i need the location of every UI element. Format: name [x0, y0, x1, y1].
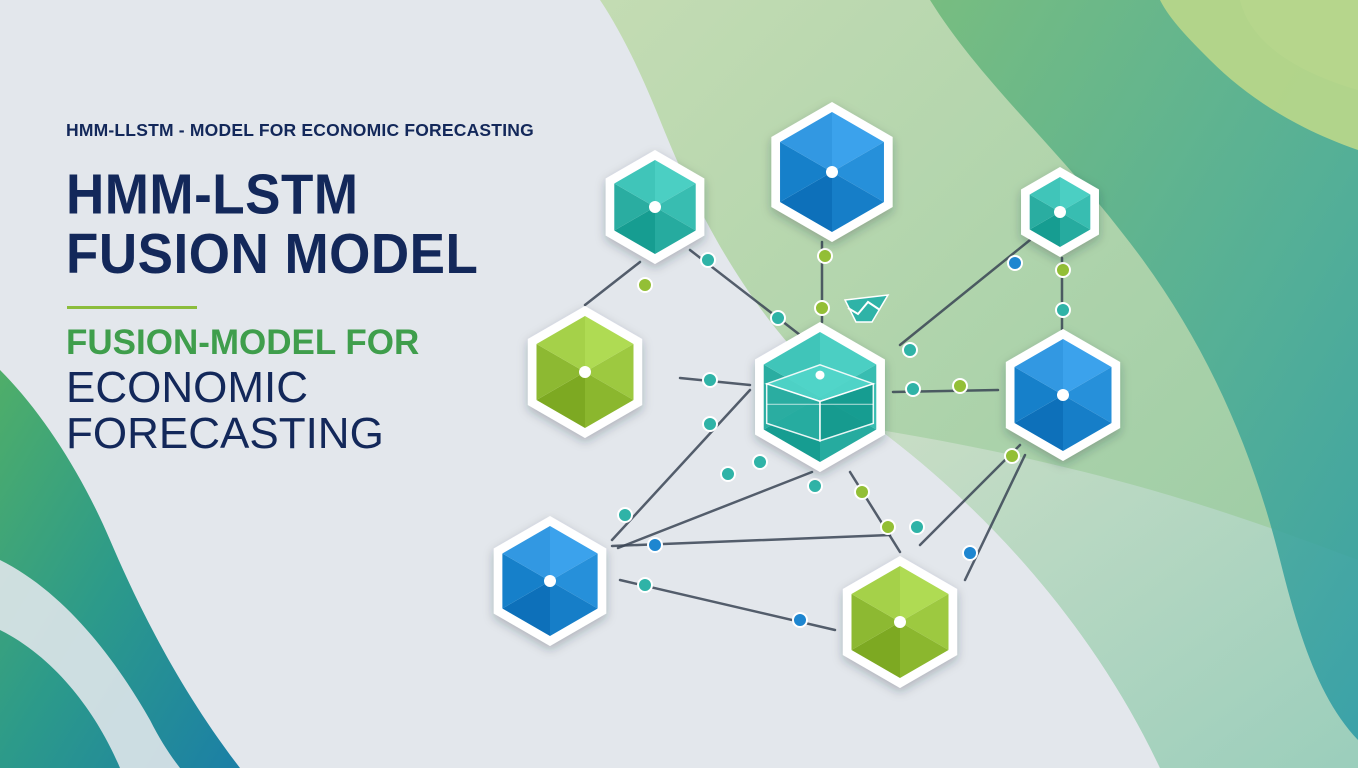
connector-dot-23 [637, 577, 653, 593]
connector-dot-1 [700, 252, 716, 268]
title-line-2: FUSION MODEL [66, 223, 479, 286]
edge-0 [583, 260, 642, 307]
edge-13 [848, 470, 902, 554]
edge-11 [963, 453, 1027, 582]
hexagon-node-mr [1005, 329, 1121, 461]
subtitle-line-3: FORECASTING [66, 409, 384, 458]
node-center-dot [826, 166, 838, 178]
connector-dot-6 [1055, 262, 1071, 278]
edge-8 [616, 470, 814, 550]
hexagon-node-cen [755, 322, 885, 472]
connector-dot-7 [1055, 302, 1071, 318]
connector-dot-3 [817, 248, 833, 264]
hexagon-node-br [842, 556, 958, 688]
connector-dot-8 [902, 342, 918, 358]
connector-dot-9 [702, 372, 718, 388]
title-line-1: HMM-LSTM [66, 163, 359, 227]
hexagon-node-tc [771, 102, 893, 242]
connector-dot-11 [952, 378, 968, 394]
connector-dot-12 [702, 416, 718, 432]
connector-dot-19 [880, 519, 896, 535]
cube-icon [764, 364, 876, 442]
wave-green-right [930, 0, 1358, 740]
hexagon-node-tl [605, 150, 705, 264]
connector-dot-24 [792, 612, 808, 628]
node-center-dot [1054, 206, 1066, 218]
hexagon-node-tr [1021, 167, 1099, 257]
subtitle-line-2: ECONOMIC [66, 363, 308, 412]
connector-dot-17 [617, 507, 633, 523]
divider [67, 306, 197, 309]
connector-dot-0 [637, 277, 653, 293]
wave-corner-lime [1160, 0, 1358, 150]
connector-dot-10 [905, 381, 921, 397]
node-center-dot [579, 366, 591, 378]
wave-left-highlight [0, 560, 180, 768]
connector-dot-18 [647, 537, 663, 553]
node-center-dot [1057, 389, 1069, 401]
connector-dot-14 [752, 454, 768, 470]
node-center-dot [544, 575, 556, 587]
subtitle-lines: ECONOMIC FORECASTING [66, 365, 384, 457]
node-center-dot [649, 201, 661, 213]
kicker-text: HMM-LLSTM - MODEL FOR ECONOMIC FORECASTI… [66, 120, 534, 140]
connector-dot-2 [770, 310, 786, 326]
connector-dot-20 [909, 519, 925, 535]
subtitle-line-1: FUSION-MODEL FOR [66, 323, 420, 362]
connector-dot-16 [854, 484, 870, 500]
edge-3 [898, 238, 1032, 347]
hexagon-node-bl [493, 516, 607, 646]
wave-pale [880, 430, 1358, 768]
connector-dot-22 [962, 545, 978, 561]
page-title: HMM-LSTM FUSION MODEL [66, 163, 479, 286]
hexagon-node-ml [527, 306, 643, 438]
connector-dot-15 [807, 478, 823, 494]
edge-10 [918, 443, 1022, 547]
connector-dot-4 [814, 300, 830, 316]
connector-dot-5 [1007, 255, 1023, 271]
chart-icon [843, 294, 890, 323]
edge-7 [610, 388, 752, 542]
connector-dot-21 [1004, 448, 1020, 464]
connector-dot-13 [720, 466, 736, 482]
node-center-dot [894, 616, 906, 628]
